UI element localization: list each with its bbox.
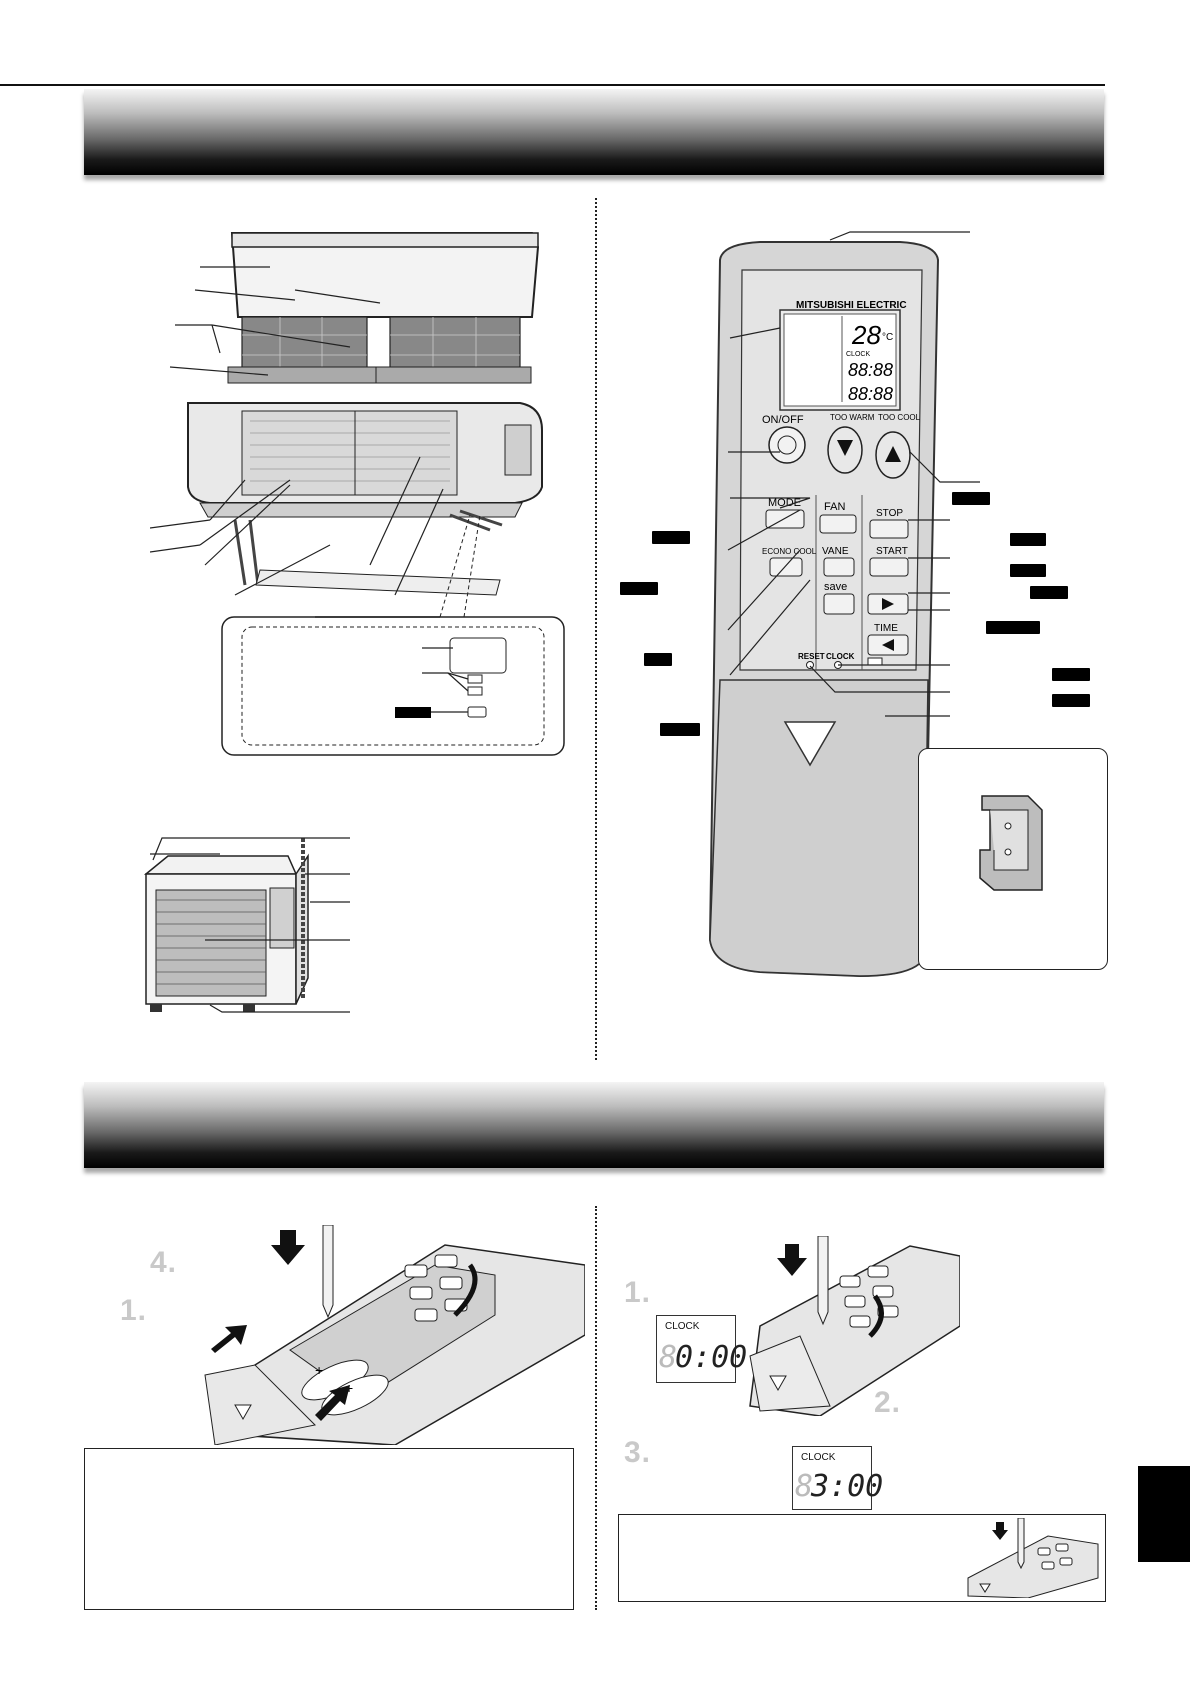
lcd-time-digits: 0:00 bbox=[675, 1340, 748, 1375]
label-pill bbox=[986, 621, 1040, 634]
remote-clock-indicator: CLOCK bbox=[846, 351, 870, 358]
lcd-clock-label: CLOCK bbox=[801, 1452, 836, 1463]
indoor-unit-illustration bbox=[150, 232, 565, 756]
label-pill bbox=[952, 492, 990, 505]
label-pill bbox=[1052, 694, 1090, 707]
label-pill bbox=[1010, 564, 1046, 577]
lcd-faint-digit: 8 bbox=[659, 1340, 678, 1375]
remote-controller: MITSUBISHI ELECTRIC 28 °C CLOCK 88:88 88… bbox=[708, 241, 940, 978]
time-label: TIME bbox=[874, 623, 898, 634]
remote-clock-digits: 88:88 bbox=[848, 360, 893, 380]
label-pill bbox=[660, 723, 700, 736]
remote-brand: MITSUBISHI ELECTRIC bbox=[796, 300, 907, 311]
clock-step-2: 2. bbox=[874, 1386, 902, 1419]
clock-lcd-blinking: CLOCK 8 0:00 bbox=[656, 1315, 747, 1383]
remote-leader-lines bbox=[727, 231, 980, 717]
label-pill bbox=[620, 582, 658, 595]
clock-step-1: 1. bbox=[624, 1276, 652, 1309]
battery-note-box bbox=[84, 1448, 574, 1610]
fan-label: FAN bbox=[824, 501, 845, 513]
label-pill bbox=[1030, 586, 1068, 599]
outdoor-unit-leaders bbox=[150, 837, 350, 1013]
label-pill bbox=[652, 531, 690, 544]
stop-label: STOP bbox=[876, 508, 903, 519]
clock-note-illustration bbox=[967, 1518, 1099, 1598]
battery-step-1: 1. bbox=[120, 1294, 148, 1327]
label-pill bbox=[644, 653, 672, 666]
column-divider-top bbox=[595, 198, 597, 1060]
vane-label: VANE bbox=[822, 546, 849, 557]
column-divider-bottom bbox=[595, 1206, 597, 1610]
too-cool-label: TOO COOL bbox=[878, 413, 921, 422]
start-label: START bbox=[876, 546, 908, 557]
too-warm-label: TOO WARM bbox=[830, 413, 875, 422]
battery-step-4: 4. bbox=[150, 1246, 178, 1279]
econo-cool-label: ECONO COOL bbox=[762, 547, 817, 556]
section-banner-parts bbox=[84, 89, 1104, 175]
mode-label: MODE bbox=[768, 497, 801, 509]
page-side-tab bbox=[1138, 1466, 1190, 1562]
clock-button-label: CLOCK bbox=[826, 652, 855, 661]
lcd-time-digits: 3:00 bbox=[811, 1469, 884, 1504]
section-banner-setup bbox=[84, 1082, 1104, 1168]
outdoor-unit-illustration bbox=[143, 838, 309, 1012]
reset-label: RESET bbox=[798, 652, 825, 661]
lcd-faint-digit: 8 bbox=[795, 1469, 814, 1504]
label-pill bbox=[1010, 533, 1046, 546]
remote-temp: 28 bbox=[851, 320, 881, 350]
on-off-label: ON/OFF bbox=[762, 414, 804, 426]
label-pill bbox=[1052, 668, 1090, 681]
remote-temp-unit: °C bbox=[882, 332, 893, 343]
clock-set-illustration bbox=[749, 1236, 960, 1416]
clock-lcd-set: CLOCK 8 3:00 bbox=[792, 1446, 883, 1510]
lcd-clock-label: CLOCK bbox=[665, 1321, 700, 1332]
top-rule bbox=[0, 84, 1105, 86]
clock-step-3: 3. bbox=[624, 1436, 652, 1469]
battery-install-illustration: + + bbox=[204, 1225, 585, 1445]
remote-timer-digits: 88:88 bbox=[848, 384, 893, 404]
svg-text:+: + bbox=[315, 1362, 323, 1378]
remote-holder-icon bbox=[979, 795, 1043, 891]
save-label: save bbox=[824, 581, 847, 593]
